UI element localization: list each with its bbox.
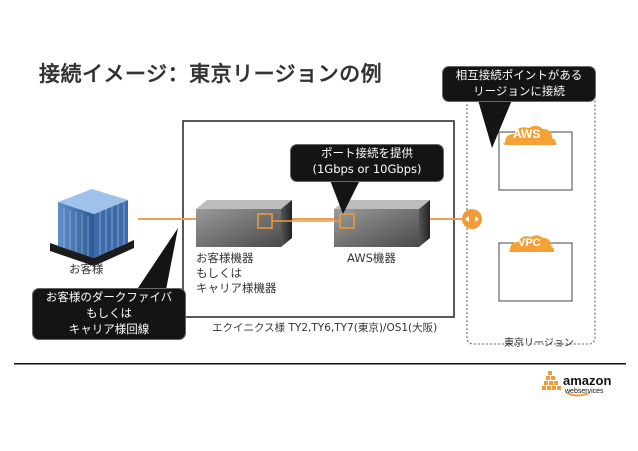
- footer-divider: [14, 363, 626, 365]
- aws-cloud-label: AWS: [513, 127, 541, 141]
- callout-top-right-line1: 相互接続ポイントがある: [455, 68, 583, 82]
- equinix-label: エクイニクス様 TY2,TY6,TY7(東京)/OS1(大阪): [212, 322, 438, 334]
- customer-device-label: お客様機器 もしくは キャリア様機器: [196, 251, 277, 296]
- customer-device-label-line3: キャリア様機器: [196, 281, 277, 295]
- page-title: 接続イメージ：東京リージョンの例: [39, 62, 383, 86]
- callout-port-line2: (1Gbps or 10Gbps): [312, 162, 422, 176]
- customer-device-box: [196, 200, 292, 247]
- callout-customer: お客様のダークファイバ もしくは キャリア様回線: [32, 288, 186, 340]
- callout-customer-line3: キャリア様回線: [68, 322, 150, 336]
- callout-customer-line2: もしくは: [86, 306, 132, 320]
- callout-customer-pointer: [130, 228, 178, 300]
- callout-top-right-line2: リージョンに接続: [473, 84, 565, 98]
- aws-device-label: AWS機器: [347, 251, 396, 265]
- amazon-logo-text: amazon: [563, 373, 612, 388]
- building-icon: [50, 189, 134, 266]
- callout-port: ポート接続を提供 (1Gbps or 10Gbps): [290, 144, 444, 182]
- callout-port-line1: ポート接続を提供: [321, 146, 413, 160]
- vpc-cloud-icon: [509, 235, 555, 252]
- aws-cloud-icon: [503, 125, 557, 145]
- region-label: 東京リージョン: [504, 338, 574, 349]
- customer-device-label-line2: もしくは: [196, 266, 242, 280]
- aws-device-box: [334, 200, 430, 247]
- router-icon: [462, 209, 482, 229]
- vpc-cloud-label: VPC: [518, 237, 541, 249]
- amazon-smile-icon: [566, 392, 590, 397]
- callout-top-right-pointer: [478, 100, 512, 148]
- vpc-box: [498, 242, 573, 302]
- customer-device-label-line1: お客様機器: [196, 251, 254, 265]
- callout-top-right: 相互接続ポイントがある リージョンに接続: [442, 66, 596, 102]
- amazon-logo-cubes: [542, 371, 561, 390]
- callout-customer-line1: お客様のダークファイバ: [45, 290, 173, 304]
- amazon-logo-subtext: webservices: [565, 388, 604, 395]
- customer-label: お客様: [69, 262, 104, 276]
- callout-port-pointer: [330, 180, 360, 214]
